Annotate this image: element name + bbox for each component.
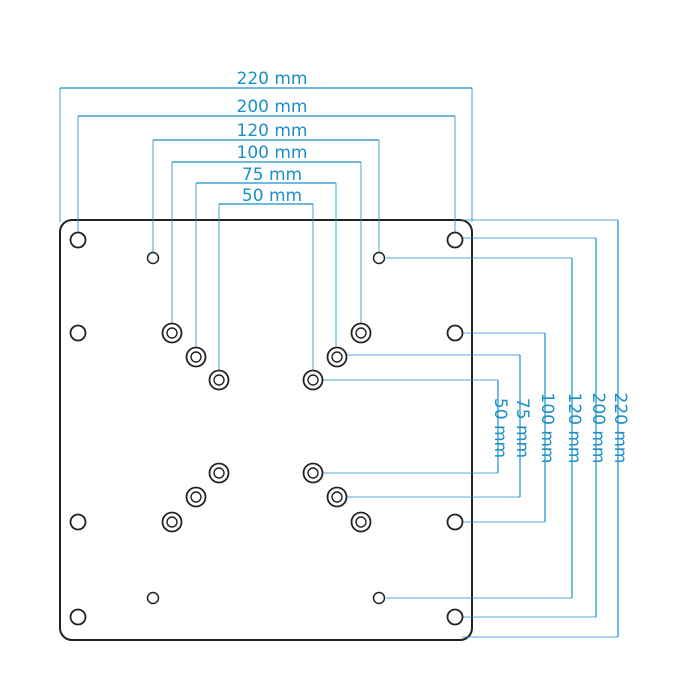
hole-side-l2 [69, 513, 87, 531]
hole-side-l1 [69, 324, 87, 342]
dim-v-50-label: 50 mm [490, 398, 510, 458]
hole-220-tl [69, 231, 87, 249]
hole-100-bl [161, 511, 183, 533]
hole-220-br [446, 608, 464, 626]
hole-50-tr [302, 369, 324, 391]
dim-v-75-label: 75 mm [512, 398, 532, 458]
dim-v-200-label: 200 mm [588, 393, 608, 464]
hole-120-br [372, 591, 386, 605]
dim-h-200-label: 200 mm [237, 97, 308, 117]
hole-side-r1 [446, 324, 464, 342]
hole-100-tl [161, 322, 183, 344]
hole-50-bl [208, 462, 230, 484]
hole-120-tl [146, 251, 160, 265]
hole-75-tl [185, 346, 207, 368]
mounting-plate [59, 219, 473, 641]
hole-75-br [326, 486, 348, 508]
hole-120-tr [372, 251, 386, 265]
hole-100-tr [350, 322, 372, 344]
dim-h-220-label: 220 mm [237, 69, 308, 89]
horizontal-dimensions: 220 mm 200 mm 120 mm 100 mm 75 mm 50 mm [59, 69, 473, 378]
hole-50-br [302, 462, 324, 484]
dim-v-120-label: 120 mm [564, 393, 584, 464]
dim-h-120-label: 120 mm [237, 121, 308, 141]
dim-h-75-label: 75 mm [242, 165, 302, 185]
hole-75-tr [326, 346, 348, 368]
dim-h-50-label: 50 mm [242, 186, 302, 206]
hole-50-tl [208, 369, 230, 391]
hole-120-bl [146, 591, 160, 605]
hole-side-r2 [446, 513, 464, 531]
vertical-dimensions: 220 mm 200 mm 120 mm 100 mm 75 mm 50 mm [322, 219, 630, 638]
dim-v-220-label: 220 mm [610, 393, 630, 464]
dim-v-100-label: 100 mm [537, 393, 557, 464]
mounting-holes [69, 231, 464, 626]
hole-220-tr [446, 231, 464, 249]
hole-100-br [350, 511, 372, 533]
hole-220-bl [69, 608, 87, 626]
hole-75-bl [185, 486, 207, 508]
dim-h-100-label: 100 mm [237, 143, 308, 163]
